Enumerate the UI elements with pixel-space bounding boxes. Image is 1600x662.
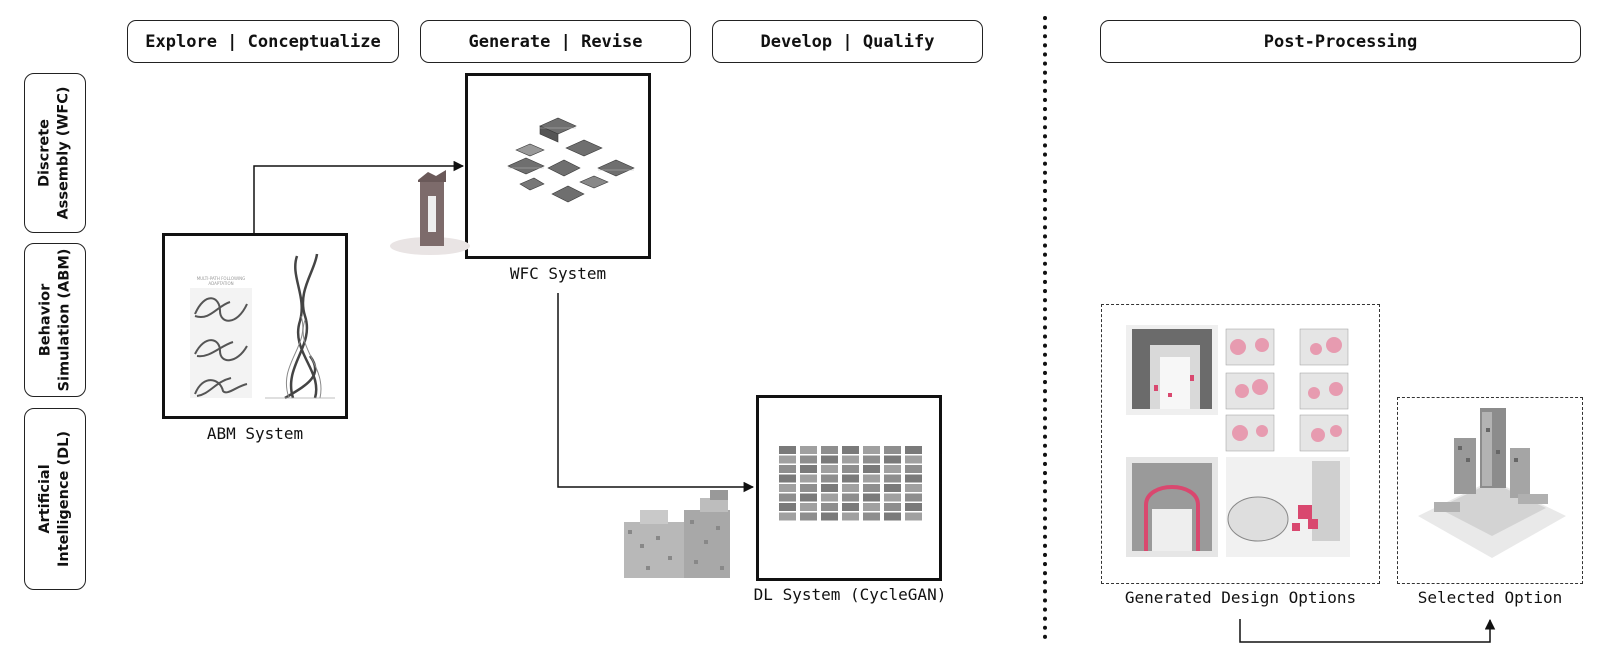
wfc-system-frame: [465, 73, 651, 259]
dl-output-tile: [884, 455, 901, 464]
dl-output-tile: [905, 503, 922, 511]
dl-output-tile: [821, 493, 838, 502]
dl-output-grid-image: [779, 446, 922, 521]
dl-pixel-render: [624, 490, 730, 578]
dl-output-tile: [863, 503, 880, 511]
dl-output-tile: [905, 512, 922, 521]
dl-output-tile: [863, 493, 880, 502]
dl-output-tile: [842, 465, 859, 473]
wfc-tower-render: [390, 170, 470, 255]
dl-output-tile: [884, 474, 901, 483]
dl-output-tile: [779, 512, 796, 521]
dl-output-tile: [842, 474, 859, 483]
dl-output-tile: [905, 484, 922, 492]
phase-post-processing: Post-Processing: [1100, 20, 1581, 63]
dl-output-tile: [821, 474, 838, 483]
dl-output-tile: [863, 512, 880, 521]
phase-explore: Explore | Conceptualize: [127, 20, 399, 63]
dl-output-tile: [800, 484, 817, 492]
dl-output-tile: [842, 493, 859, 502]
row-label-dl-line2: Intelligence (DL): [56, 431, 72, 567]
dl-output-tile: [779, 493, 796, 502]
row-label-abm: Behavior Simulation (ABM): [24, 243, 86, 397]
dl-output-tile: [884, 484, 901, 492]
selected-option-image: [1418, 408, 1566, 558]
dl-output-tile: [884, 512, 901, 521]
row-label-wfc-line1: Discrete: [37, 119, 54, 187]
selected-option-box: [1397, 397, 1583, 584]
row-label-abm-line2: Simulation (ABM): [56, 248, 73, 392]
dl-output-tile: [842, 446, 859, 454]
wfc-system-caption: WFC System: [509, 264, 607, 283]
generated-options-caption: Generated Design Options: [1124, 588, 1357, 607]
dl-output-tile: [821, 446, 838, 454]
dl-output-tile: [800, 455, 817, 464]
dl-output-tile: [884, 503, 901, 511]
phase-generate: Generate | Revise: [420, 20, 691, 63]
generated-options-box: [1101, 304, 1380, 584]
dl-output-tile: [821, 484, 838, 492]
row-label-abm-text: Behavior Simulation (ABM): [36, 249, 74, 392]
dl-output-tile: [884, 465, 901, 473]
dl-output-tile: [800, 465, 817, 473]
row-label-wfc-text: Discrete Assembly (WFC): [36, 86, 74, 219]
dl-output-tile: [779, 474, 796, 483]
dl-output-tile: [800, 512, 817, 521]
dl-output-tile: [800, 446, 817, 454]
dl-output-tile: [905, 493, 922, 502]
generated-options-images: [1126, 325, 1350, 557]
dl-output-tile: [863, 474, 880, 483]
dl-output-tile: [779, 465, 796, 473]
dl-system-caption: DL System (CycleGAN): [753, 585, 947, 604]
arrow-generated-to-selected: [1239, 618, 1496, 643]
row-label-abm-line1: Behavior: [37, 283, 54, 357]
wfc-modules-image: [507, 117, 635, 203]
abm-system-frame: MULTI-PATH FOLLOWING ADAPTATION: [162, 233, 348, 419]
dl-output-tile: [800, 503, 817, 511]
dl-output-tile: [821, 512, 838, 521]
dl-output-tile: [884, 493, 901, 502]
arrow-abm-to-wfc: [253, 160, 465, 233]
dl-output-tile: [779, 446, 796, 454]
abm-simulation-image: MULTI-PATH FOLLOWING ADAPTATION: [190, 253, 335, 400]
phase-develop: Develop | Qualify: [712, 20, 983, 63]
arrow-wfc-to-dl: [557, 293, 755, 493]
dl-output-tile: [821, 503, 838, 511]
dl-output-tile: [821, 455, 838, 464]
dl-output-tile: [905, 455, 922, 464]
dl-output-tile: [800, 493, 817, 502]
dl-output-tile: [800, 474, 817, 483]
dl-output-tile: [905, 446, 922, 454]
row-label-wfc-line2: Assembly (WFC): [56, 86, 73, 220]
abm-system-caption: ABM System: [206, 424, 304, 443]
dl-output-tile: [842, 512, 859, 521]
dl-output-tile: [842, 455, 859, 464]
dl-output-tile: [905, 474, 922, 483]
row-label-dl-text: Artificial Intelligence (DL): [36, 431, 74, 567]
row-label-dl-line1: Artificial: [37, 464, 53, 534]
row-label-dl: Artificial Intelligence (DL): [24, 408, 86, 590]
dl-output-tile: [821, 465, 838, 473]
dl-output-tile: [779, 484, 796, 492]
dl-system-frame: [756, 395, 942, 581]
svg-text:MULTI-PATH FOLLOWING: MULTI-PATH FOLLOWING: [197, 276, 246, 281]
dl-output-tile: [779, 503, 796, 511]
dl-output-tile: [863, 455, 880, 464]
dl-output-tile: [863, 484, 880, 492]
dl-output-tile: [905, 465, 922, 473]
dl-output-tile: [884, 446, 901, 454]
row-label-wfc: Discrete Assembly (WFC): [24, 73, 86, 233]
dl-output-tile: [842, 484, 859, 492]
svg-text:ADAPTATION: ADAPTATION: [208, 281, 233, 286]
dl-output-tile: [863, 465, 880, 473]
dl-output-tile: [779, 455, 796, 464]
dl-output-tile: [842, 503, 859, 511]
selected-option-caption: Selected Option: [1417, 588, 1563, 607]
dl-output-tile: [863, 446, 880, 454]
